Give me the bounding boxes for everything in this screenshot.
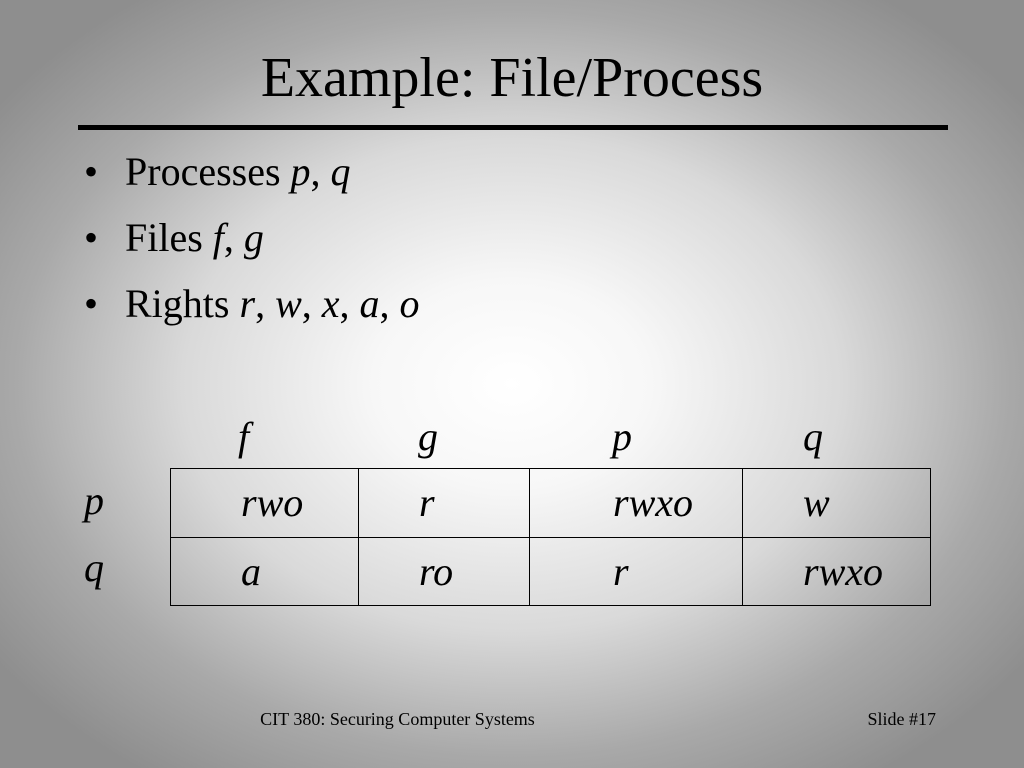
- matrix-cell: ro: [358, 536, 530, 606]
- matrix-cell: r: [529, 536, 743, 606]
- bullet-separator: ,: [379, 281, 390, 326]
- matrix-row-header-p: p: [84, 478, 104, 523]
- footer-slide-number: Slide #17: [867, 709, 936, 729]
- bullet-item-rights: • Rights r, w, x, a, o: [84, 278, 420, 344]
- footer-course-title: CIT 380: Securing Computer Systems: [260, 709, 535, 729]
- bullet-marker: •: [84, 281, 99, 326]
- matrix-cell: rwxo: [742, 536, 931, 606]
- bullet-var: w: [275, 281, 302, 326]
- bullet-label: Rights: [125, 281, 230, 326]
- bullet-label: Files: [125, 215, 203, 260]
- bullet-var: x: [321, 281, 340, 326]
- bullet-separator: ,: [255, 281, 266, 326]
- bullet-var: p: [290, 149, 311, 194]
- matrix-cell: rwxo: [529, 468, 743, 538]
- title-underline: [78, 125, 948, 130]
- bullet-separator: ,: [223, 215, 234, 260]
- bullet-var: q: [330, 149, 351, 194]
- bullet-marker: •: [84, 215, 99, 260]
- matrix-column-header-p: p: [612, 414, 632, 459]
- matrix-cell: rwo: [170, 468, 359, 538]
- bullet-marker: •: [84, 149, 99, 194]
- matrix-column-header-f: f: [238, 414, 250, 459]
- matrix-cell: w: [742, 468, 931, 538]
- access-control-matrix: rwo r rwxo w a ro r rwxo: [170, 468, 931, 606]
- bullet-var: o: [399, 281, 420, 326]
- table-row: rwo r rwxo w: [170, 468, 931, 538]
- matrix-column-header-g: g: [418, 414, 438, 459]
- bullet-separator: ,: [301, 281, 312, 326]
- table-row: a ro r rwxo: [170, 536, 931, 606]
- matrix-cell: a: [170, 536, 359, 606]
- slide-title: Example: File/Process: [260, 47, 764, 109]
- bullet-var: a: [359, 281, 380, 326]
- bullet-separator: ,: [310, 149, 321, 194]
- bullet-list: • Processes p, q • Files f, g • Rights r, w…: [84, 146, 420, 344]
- bullet-separator: ,: [339, 281, 350, 326]
- bullet-var: r: [239, 281, 256, 326]
- bullet-var: g: [243, 215, 264, 260]
- bullet-item-files: • Files f, g: [84, 212, 420, 278]
- bullet-item-processes: • Processes p, q: [84, 146, 420, 212]
- matrix-column-header-q: q: [803, 414, 823, 459]
- matrix-cell: r: [358, 468, 530, 538]
- bullet-label: Processes: [125, 149, 281, 194]
- matrix-row-header-q: q: [84, 545, 104, 590]
- bullet-var: f: [212, 215, 224, 260]
